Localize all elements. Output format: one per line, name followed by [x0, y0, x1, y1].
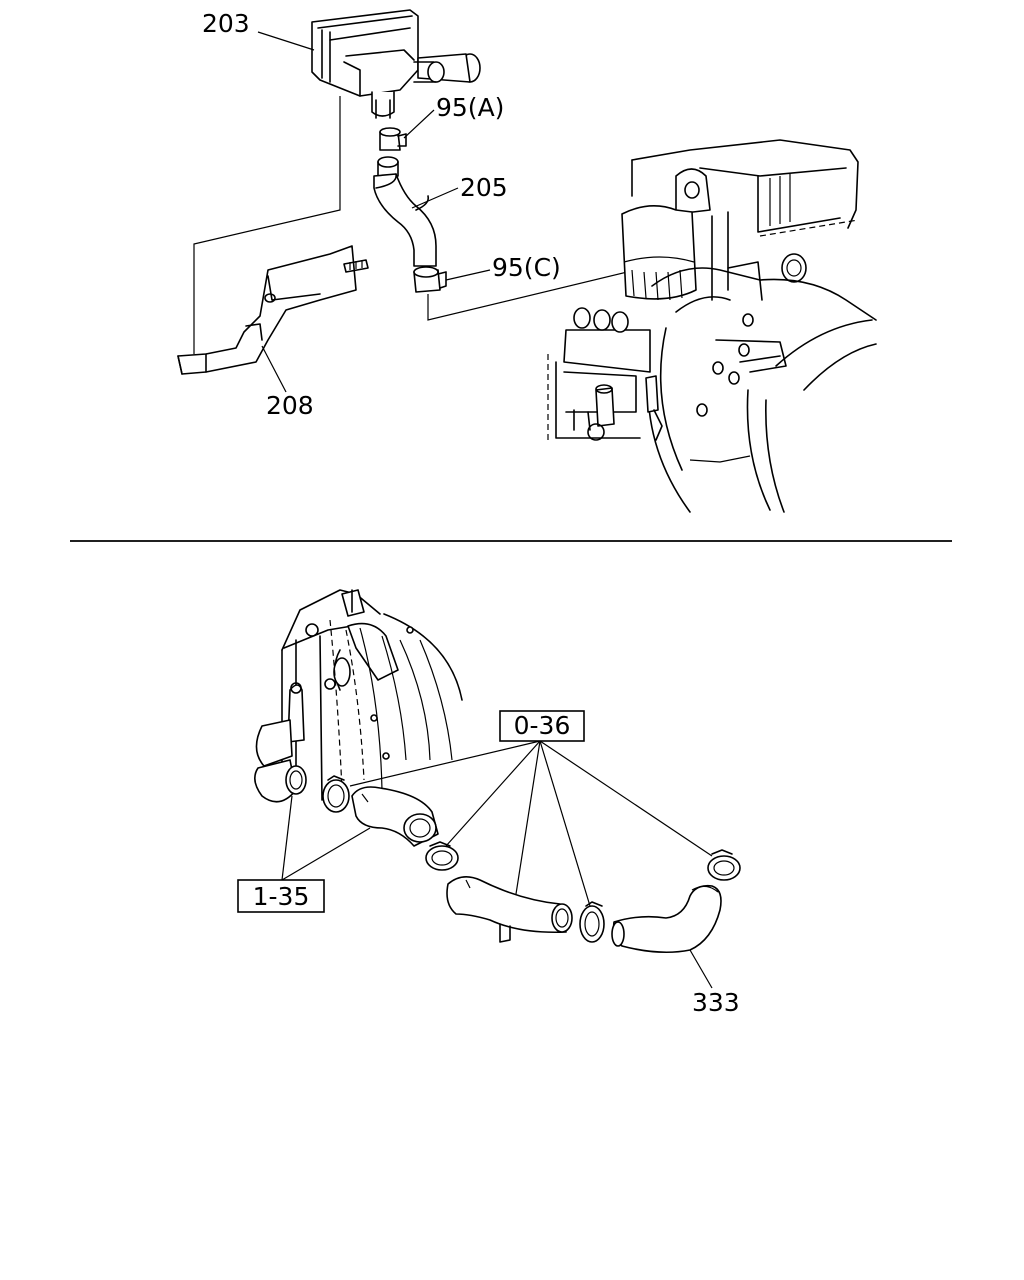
label-208: 208 — [266, 391, 314, 420]
hose-clamp-3 — [579, 901, 605, 943]
leader-95a — [403, 109, 435, 139]
bottom-section: 0-36 1-35 333 — [237, 589, 741, 1017]
label-203: 203 — [202, 9, 250, 38]
hose-clamp-1 — [322, 775, 350, 813]
label-95a: 95(A) — [436, 93, 504, 122]
engine-block — [547, 139, 877, 513]
routing-line-203-208 — [193, 96, 341, 354]
part-208-bracket — [177, 245, 369, 375]
leaders-1-35 — [281, 795, 371, 881]
routing-line-95c — [427, 265, 653, 321]
label-0-36: 0-36 — [514, 711, 571, 740]
leader-208 — [261, 345, 287, 393]
part-203-valve-box — [311, 9, 481, 119]
label-205: 205 — [460, 173, 508, 202]
label-1-35: 1-35 — [253, 882, 310, 911]
part-205-hose — [373, 156, 437, 267]
hose-clamp-4 — [707, 849, 741, 881]
leaders-0-36 — [349, 740, 713, 907]
leader-205 — [411, 187, 459, 209]
hose-upper — [351, 786, 439, 847]
ref-box-1-35 — [237, 879, 325, 913]
leader-95c — [445, 269, 491, 281]
top-section: 203 95(A) 205 95(C) — [177, 9, 877, 513]
clip-95c — [413, 266, 447, 293]
clip-95a — [379, 127, 407, 151]
part-333-hose — [611, 884, 722, 954]
leader-203 — [257, 31, 315, 51]
leader-333 — [689, 949, 713, 989]
hose-clamp-2 — [425, 841, 459, 871]
middle-pipe — [446, 876, 573, 943]
label-333: 333 — [692, 988, 740, 1017]
label-95c: 95(C) — [492, 253, 561, 282]
ref-box-0-36 — [499, 710, 585, 742]
radiator-housing — [254, 589, 463, 803]
